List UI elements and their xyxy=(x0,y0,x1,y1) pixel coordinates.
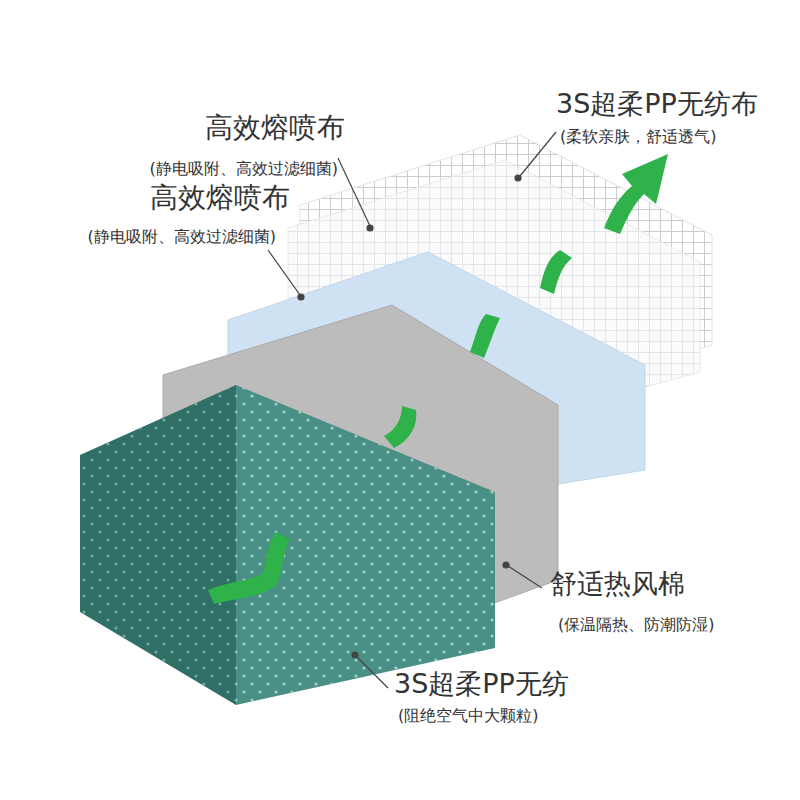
layer-note: (静电吸附、高效过滤细菌) xyxy=(88,228,276,246)
leader-lines xyxy=(268,132,556,688)
front-pp-layer-left xyxy=(80,385,236,705)
layer-name: 3S超柔PP无纺布 xyxy=(556,88,758,119)
layer-name: 3S超柔PP无纺 xyxy=(394,668,569,699)
layer-note: (柔软亲肤，舒适透气) xyxy=(560,128,716,146)
layer-name: 高效熔喷布 xyxy=(205,112,345,144)
layer-name: 高效熔喷布 xyxy=(150,182,290,214)
front-pp-layer-left-dots xyxy=(80,385,236,705)
layer-note: (阻绝空气中大颗粒) xyxy=(398,707,538,725)
layer-note: (保温隔热、防潮防湿) xyxy=(558,616,714,634)
layer-note: (静电吸附、高效过滤细菌) xyxy=(150,160,338,178)
airflow-arrows xyxy=(208,154,668,604)
layer-name: 舒适热风棉 xyxy=(550,568,685,599)
